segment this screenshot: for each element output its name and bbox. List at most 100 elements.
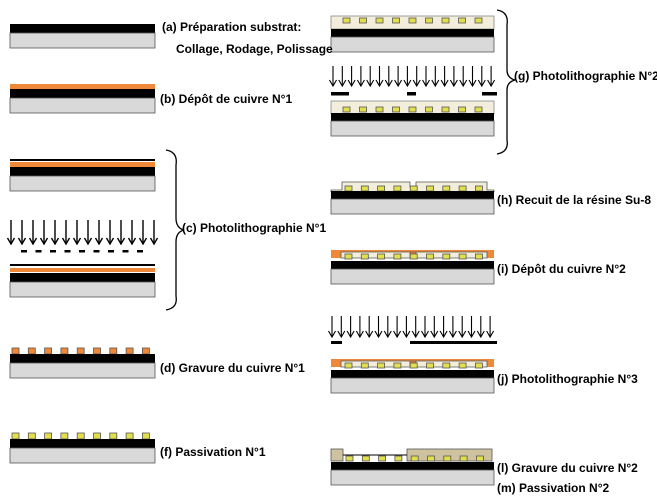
step-f-passivation-pad-1: [11, 432, 20, 440]
step-j-uv-arrow-head-7: [383, 330, 392, 339]
step-c-mask-7: [108, 250, 114, 253]
step-i-substrate: [330, 268, 495, 285]
step-g-bottom-pad-9: [474, 106, 483, 113]
step-g-uv-arrow-head-15: [459, 79, 468, 88]
step-f-passivation-pad-7: [109, 432, 118, 440]
step-g-top-pad-3: [375, 17, 384, 24]
step-c-uv-arrow-head-7: [72, 237, 82, 246]
step-j-pad-3: [377, 362, 386, 369]
step-g-uv-arrow-head-17: [477, 79, 486, 88]
step-b-substrate: [9, 97, 156, 114]
step-c-uv-arrow-head-6: [61, 237, 71, 246]
step-d-copper-pad-3: [44, 347, 52, 355]
step-i-pad-5: [409, 253, 418, 260]
step-j-uv-arrow-head-3: [346, 330, 355, 339]
step-j-mask-2: [410, 341, 497, 344]
step-d-copper-pad-4: [60, 347, 69, 355]
step-h-label: (h) Recuit de la résine Su-8: [497, 193, 651, 207]
step-l-pad-4: [394, 455, 403, 462]
step-c-mask-2: [35, 250, 42, 253]
step-g-uv-arrow-head-8: [394, 79, 403, 88]
step-g-top-black-layer: [331, 29, 494, 37]
step-d-copper-pad-5: [76, 347, 85, 355]
step-i-label: (i) Dépôt du cuivre N°2: [497, 262, 626, 276]
step-h-pad-4: [393, 185, 402, 192]
step-h-black-layer: [331, 191, 494, 199]
step-d-copper-pad-7: [109, 347, 118, 355]
step-j-uv-arrow-head-8: [393, 330, 402, 339]
step-j-pad-5: [409, 362, 418, 369]
step-c-uv-arrow-head-14: [149, 237, 159, 246]
step-i-pad-2: [360, 253, 369, 260]
step-c-mask-6: [93, 250, 100, 253]
step-j-uv-arrow-head-4: [355, 330, 364, 339]
step-i-pad-3: [377, 253, 386, 260]
step-i-pad-4: [393, 253, 402, 260]
step-g-mask-3: [482, 92, 497, 96]
step-j-uv-arrow-head-12: [430, 330, 439, 339]
step-c-uv-arrow-head-9: [94, 237, 104, 246]
step-h-pad-9: [474, 185, 483, 192]
step-g-uv-arrow-head-16: [468, 79, 477, 88]
step-c-uv-arrow-head-4: [39, 237, 49, 246]
step-j-uv-arrow-head-13: [439, 330, 448, 339]
step-g-top-pad-7: [441, 17, 450, 24]
step-f-passivation-pad-6: [93, 432, 101, 440]
step-g-bottom-pad-7: [441, 106, 450, 113]
step-g-top-pad-8: [458, 17, 466, 24]
step-g-uv-arrow-head-7: [384, 79, 393, 88]
step-l-substrate: [330, 469, 495, 486]
step-a-label: (a) Préparation substrat:: [162, 20, 301, 34]
step-c-bottom-substrate: [9, 281, 156, 298]
step-l-pad-1: [345, 455, 354, 462]
step-g-bottom-pad-1: [342, 106, 351, 113]
step-g-mask-2: [407, 92, 416, 96]
diagram-shapes: [6, 9, 516, 486]
step-d-substrate: [9, 362, 156, 379]
step-g-uv-arrow-head-3: [347, 79, 356, 88]
step-g-uv-arrow-head-2: [338, 79, 347, 88]
step-f-passivation-pad-2: [27, 432, 36, 440]
step-a-label-detail: Collage, Rodage, Polissage: [176, 42, 333, 56]
step-d-copper-pad-8: [125, 347, 134, 355]
step-j-uv-arrow-head-9: [402, 330, 411, 339]
step-a-substrate: [9, 32, 156, 49]
step-b-label: (b) Dépôt de cuivre N°1: [160, 92, 292, 106]
step-c-copper-top: [10, 162, 155, 167]
step-l-pad-6: [427, 455, 435, 462]
step-h-pad-7: [442, 185, 451, 192]
step-c-uv-arrow-head-8: [83, 237, 93, 246]
step-j-substrate: [330, 377, 495, 394]
step-d-copper-pad-1: [11, 347, 20, 355]
step-g-mask-1: [331, 92, 349, 96]
step-j-uv-arrow-head-11: [421, 330, 429, 339]
step-d-label: (d) Gravure du cuivre N°1: [160, 361, 305, 375]
step-g-uv-arrow-head-1: [329, 79, 337, 88]
step-c-bottom-black-layer: [10, 273, 155, 282]
step-g-bottom-substrate: [330, 120, 495, 137]
step-l-pad-5: [410, 455, 419, 462]
step-c-top-black-layer: [10, 167, 155, 176]
step-c-resist-top: [10, 159, 155, 161]
step-g-uv-arrow-head-12: [431, 79, 440, 88]
step-j-uv-arrow-head-10: [411, 330, 420, 339]
step-d-copper-pad-6: [93, 347, 101, 355]
step-j-uv-arrow-head-6: [374, 330, 383, 339]
step-b-copper-layer: [10, 84, 155, 89]
step-d-copper-pad-9: [141, 347, 150, 355]
step-g-top-pad-9: [474, 17, 483, 24]
step-g-bottom-pad-3: [375, 106, 384, 113]
step-f-black-layer: [10, 439, 155, 448]
step-i-pad-9: [474, 253, 483, 260]
step-c-mask-5: [79, 250, 85, 253]
step-l-pad-9: [475, 455, 484, 462]
step-i-black-layer: [331, 261, 494, 269]
step-i-pad-8: [458, 253, 467, 260]
step-c-mask-1: [21, 250, 27, 253]
step-j-uv-arrow-head-17: [476, 330, 485, 339]
step-a-black-layer: [10, 24, 155, 33]
step-j-label: (j) Photolithographie N°3: [497, 372, 638, 386]
step-j-pad-4: [393, 362, 402, 369]
step-g-top-pad-1: [342, 17, 351, 24]
step-l-pad-2: [361, 455, 370, 462]
